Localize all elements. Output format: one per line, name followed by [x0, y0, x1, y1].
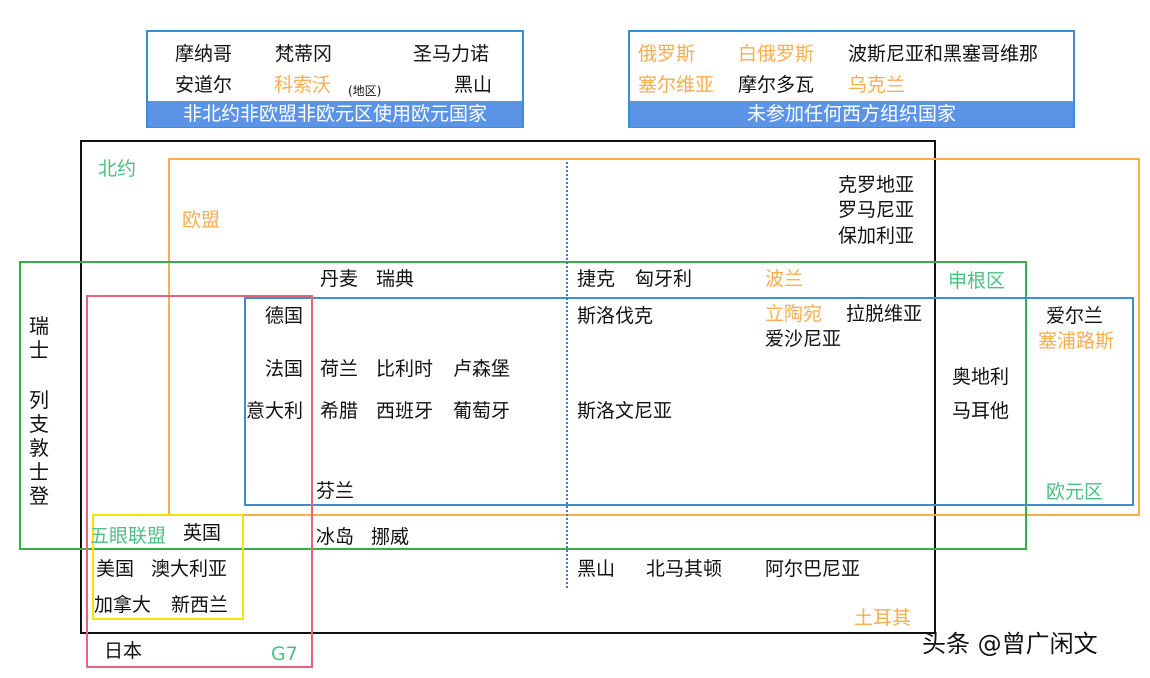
- country-portugal: 葡萄牙: [453, 400, 511, 422]
- country-czech: 捷克: [577, 268, 616, 290]
- country-new-zealand: 新西兰: [171, 594, 229, 616]
- non-aligned-box: [628, 30, 1075, 128]
- country-serbia: 塞尔维亚: [638, 74, 715, 96]
- country-denmark: 丹麦: [320, 268, 359, 290]
- country-san-marino: 圣马力诺: [413, 43, 490, 65]
- g7-box: [86, 295, 313, 668]
- eurozone-box: [244, 297, 1134, 506]
- country-ukraine: 乌克兰: [848, 74, 906, 96]
- country-ireland: 爱尔兰: [1046, 305, 1104, 327]
- euro-users-banner: 非北约非欧盟非欧元区使用欧元国家: [148, 101, 522, 127]
- country-spain: 西班牙: [376, 400, 434, 422]
- divider-line: [566, 162, 568, 588]
- country-greece: 希腊: [320, 400, 359, 422]
- country-australia: 澳大利亚: [151, 558, 228, 580]
- country-cyprus: 塞浦路斯: [1038, 330, 1115, 352]
- country-slovenia: 斯洛文尼亚: [577, 400, 673, 422]
- country-malta: 马耳他: [952, 400, 1010, 422]
- country-france: 法国: [265, 358, 304, 380]
- country-bosnia: 波斯尼亚和黑塞哥维那: [848, 43, 1039, 65]
- euro-users-box: [146, 30, 524, 128]
- country-poland: 波兰: [765, 268, 804, 290]
- label-nato: 北约: [98, 158, 137, 180]
- country-slovakia: 斯洛伐克: [577, 305, 654, 327]
- country-germany: 德国: [265, 305, 304, 327]
- country-belarus: 白俄罗斯: [738, 43, 815, 65]
- country-japan: 日本: [104, 640, 143, 662]
- country-andorra: 安道尔: [175, 74, 233, 96]
- country-finland: 芬兰: [316, 480, 355, 502]
- kosovo-note: (地区): [348, 84, 382, 98]
- country-netherlands: 荷兰: [320, 358, 359, 380]
- country-belgium: 比利时: [376, 358, 434, 380]
- country-croatia: 克罗地亚: [838, 174, 915, 196]
- watermark: 头条 @曾广闲文: [922, 630, 1098, 658]
- country-italy: 意大利: [246, 400, 304, 422]
- country-turkey: 土耳其: [854, 607, 912, 629]
- country-vatican: 梵蒂冈: [275, 43, 333, 65]
- country-kosovo: 科索沃: [274, 74, 332, 96]
- country-montenegro: 黑山: [577, 558, 616, 580]
- country-lithuania: 立陶宛: [765, 303, 823, 325]
- eu-box: [168, 158, 1140, 516]
- country-russia: 俄罗斯: [638, 43, 696, 65]
- country-usa: 美国: [96, 558, 135, 580]
- label-g7: G7: [271, 643, 298, 665]
- non-aligned-banner: 未参加任何西方组织国家: [630, 101, 1073, 127]
- country-romania: 罗马尼亚: [838, 199, 915, 221]
- label-schengen: 申根区: [948, 270, 1006, 292]
- country-latvia: 拉脱维亚: [846, 303, 923, 325]
- country-uk: 英国: [183, 522, 222, 544]
- country-sweden: 瑞典: [376, 268, 415, 290]
- country-austria: 奥地利: [952, 366, 1010, 388]
- country-estonia: 爱沙尼亚: [765, 328, 842, 350]
- country-hungary: 匈牙利: [635, 268, 693, 290]
- country-albania: 阿尔巴尼亚: [765, 558, 861, 580]
- label-eu: 欧盟: [182, 209, 221, 231]
- country-switzerland: 瑞士: [29, 314, 49, 362]
- label-eurozone: 欧元区: [1046, 481, 1104, 503]
- country-bulgaria: 保加利亚: [838, 225, 915, 247]
- country-montenegro-top: 黑山: [454, 74, 493, 96]
- schengen-box: [19, 261, 1027, 550]
- country-norway: 挪威: [371, 526, 410, 548]
- five-eyes-box: [92, 514, 244, 620]
- country-north-macedonia: 北马其顿: [646, 558, 723, 580]
- nato-box: [80, 140, 936, 634]
- country-liechtenstein: 列支敦士登: [29, 388, 49, 508]
- label-five-eyes: 五眼联盟: [90, 525, 167, 547]
- country-moldova: 摩尔多瓦: [738, 74, 815, 96]
- country-monaco: 摩纳哥: [175, 43, 233, 65]
- country-iceland: 冰岛: [316, 526, 355, 548]
- country-luxembourg: 卢森堡: [453, 358, 511, 380]
- country-canada: 加拿大: [94, 594, 152, 616]
